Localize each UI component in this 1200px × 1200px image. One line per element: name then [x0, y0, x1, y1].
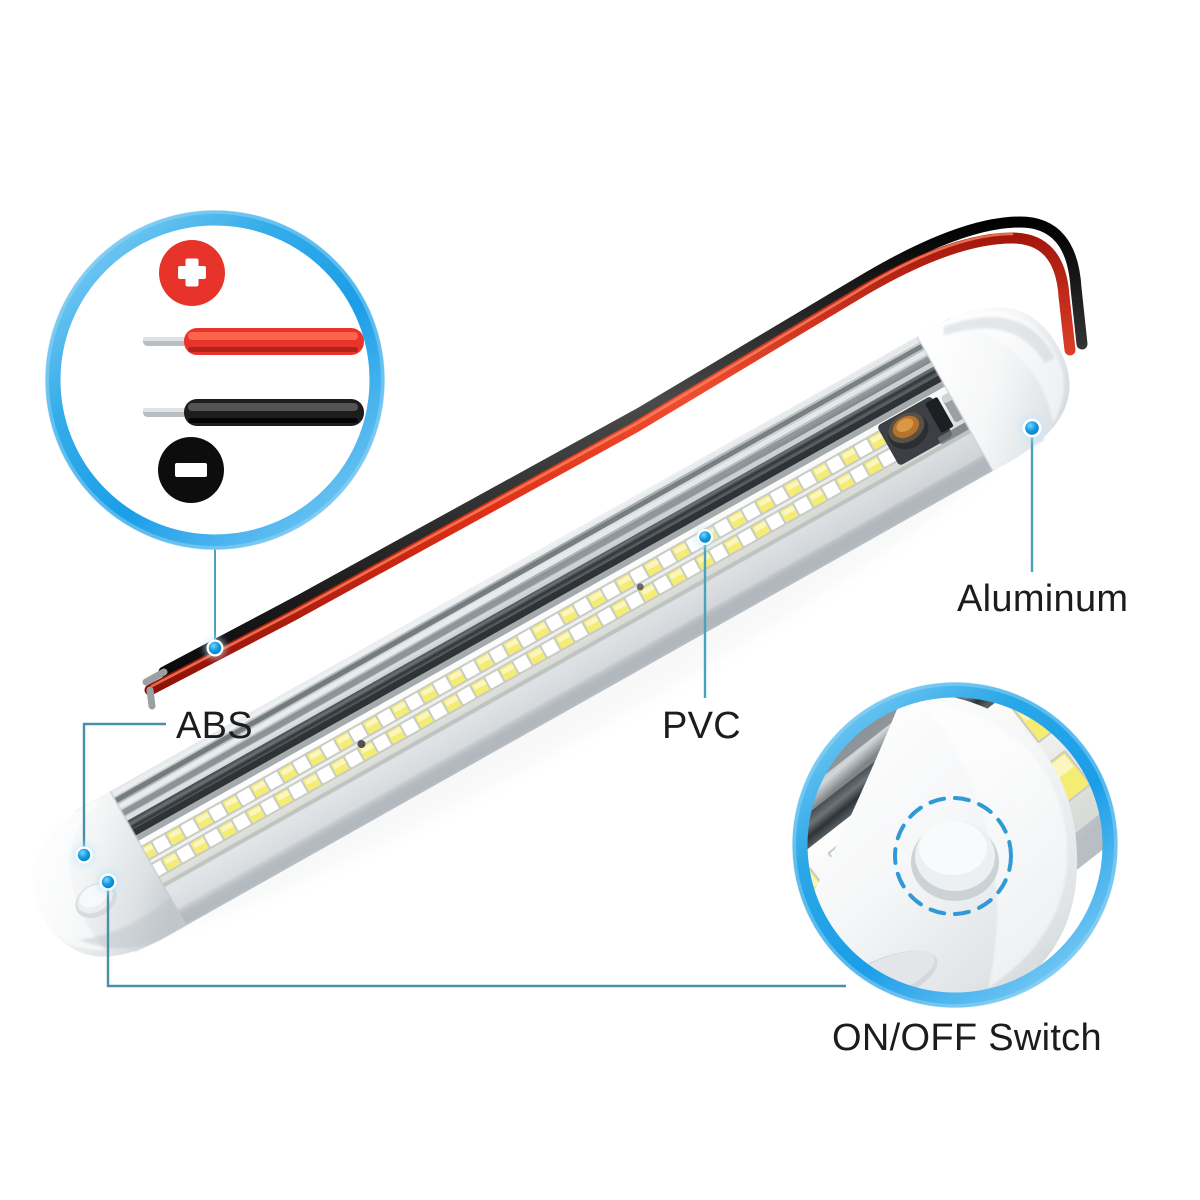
- aluminum-heatsink-channel: [75, 318, 967, 841]
- led-chip-array: [122, 428, 902, 889]
- callout-wire-polarity: [45, 210, 385, 550]
- callout-leaders: [82, 430, 1034, 988]
- black-wire-sample: [143, 399, 364, 426]
- driver-components: [878, 387, 976, 465]
- plus-badge: [159, 240, 225, 306]
- onoff-push-button[interactable]: [69, 876, 123, 925]
- cable-tinned-end-black: [142, 668, 168, 686]
- minus-badge: [158, 437, 224, 503]
- onoff-push-button-zoom[interactable]: [911, 821, 999, 901]
- led-row-back: [122, 428, 892, 871]
- anchor-dot-wire: [204, 637, 226, 659]
- callout-anchor-dots: [72, 415, 1045, 894]
- anchor-dot-pvc: [694, 526, 716, 548]
- switch-highlight-dashed-ring: [893, 796, 1013, 916]
- red-wire-sample: [143, 328, 364, 355]
- pvc-lower-shade: [128, 429, 1045, 953]
- cable-tinned-end-red: [146, 686, 156, 710]
- anchor-dot-aluminum: [1019, 415, 1045, 441]
- power-cable: [142, 216, 1088, 710]
- led-light-bar: [32, 307, 1070, 957]
- anchor-dot-abs: [72, 843, 96, 867]
- board-solder-dot: [636, 583, 644, 591]
- led-chip: [567, 619, 593, 644]
- cable-red-conductor: [144, 232, 1076, 696]
- label-abs: ABS: [176, 705, 253, 747]
- cable-black-conductor: [158, 216, 1088, 678]
- leader-abs: [82, 722, 166, 853]
- cable-red-highlight: [150, 232, 1014, 688]
- channel-inner-lip: [95, 349, 975, 859]
- label-pvc: PVC: [662, 705, 742, 747]
- label-onoff-switch: ON/OFF Switch: [832, 1017, 1102, 1059]
- led-chip: [704, 915, 775, 984]
- magnifier-ring: [792, 682, 1118, 1008]
- led-row-front: [131, 445, 902, 889]
- label-aluminum: Aluminum: [957, 578, 1129, 620]
- cap-seam-right: [916, 336, 994, 472]
- leader-onoff-switch: [106, 882, 846, 988]
- board-solder-dot: [357, 740, 366, 749]
- magnifier-ring: [45, 210, 385, 550]
- pvc-sheen: [122, 405, 1033, 934]
- anchor-dot-onoff-switch: [96, 870, 120, 894]
- cap-seam-left: [109, 790, 187, 927]
